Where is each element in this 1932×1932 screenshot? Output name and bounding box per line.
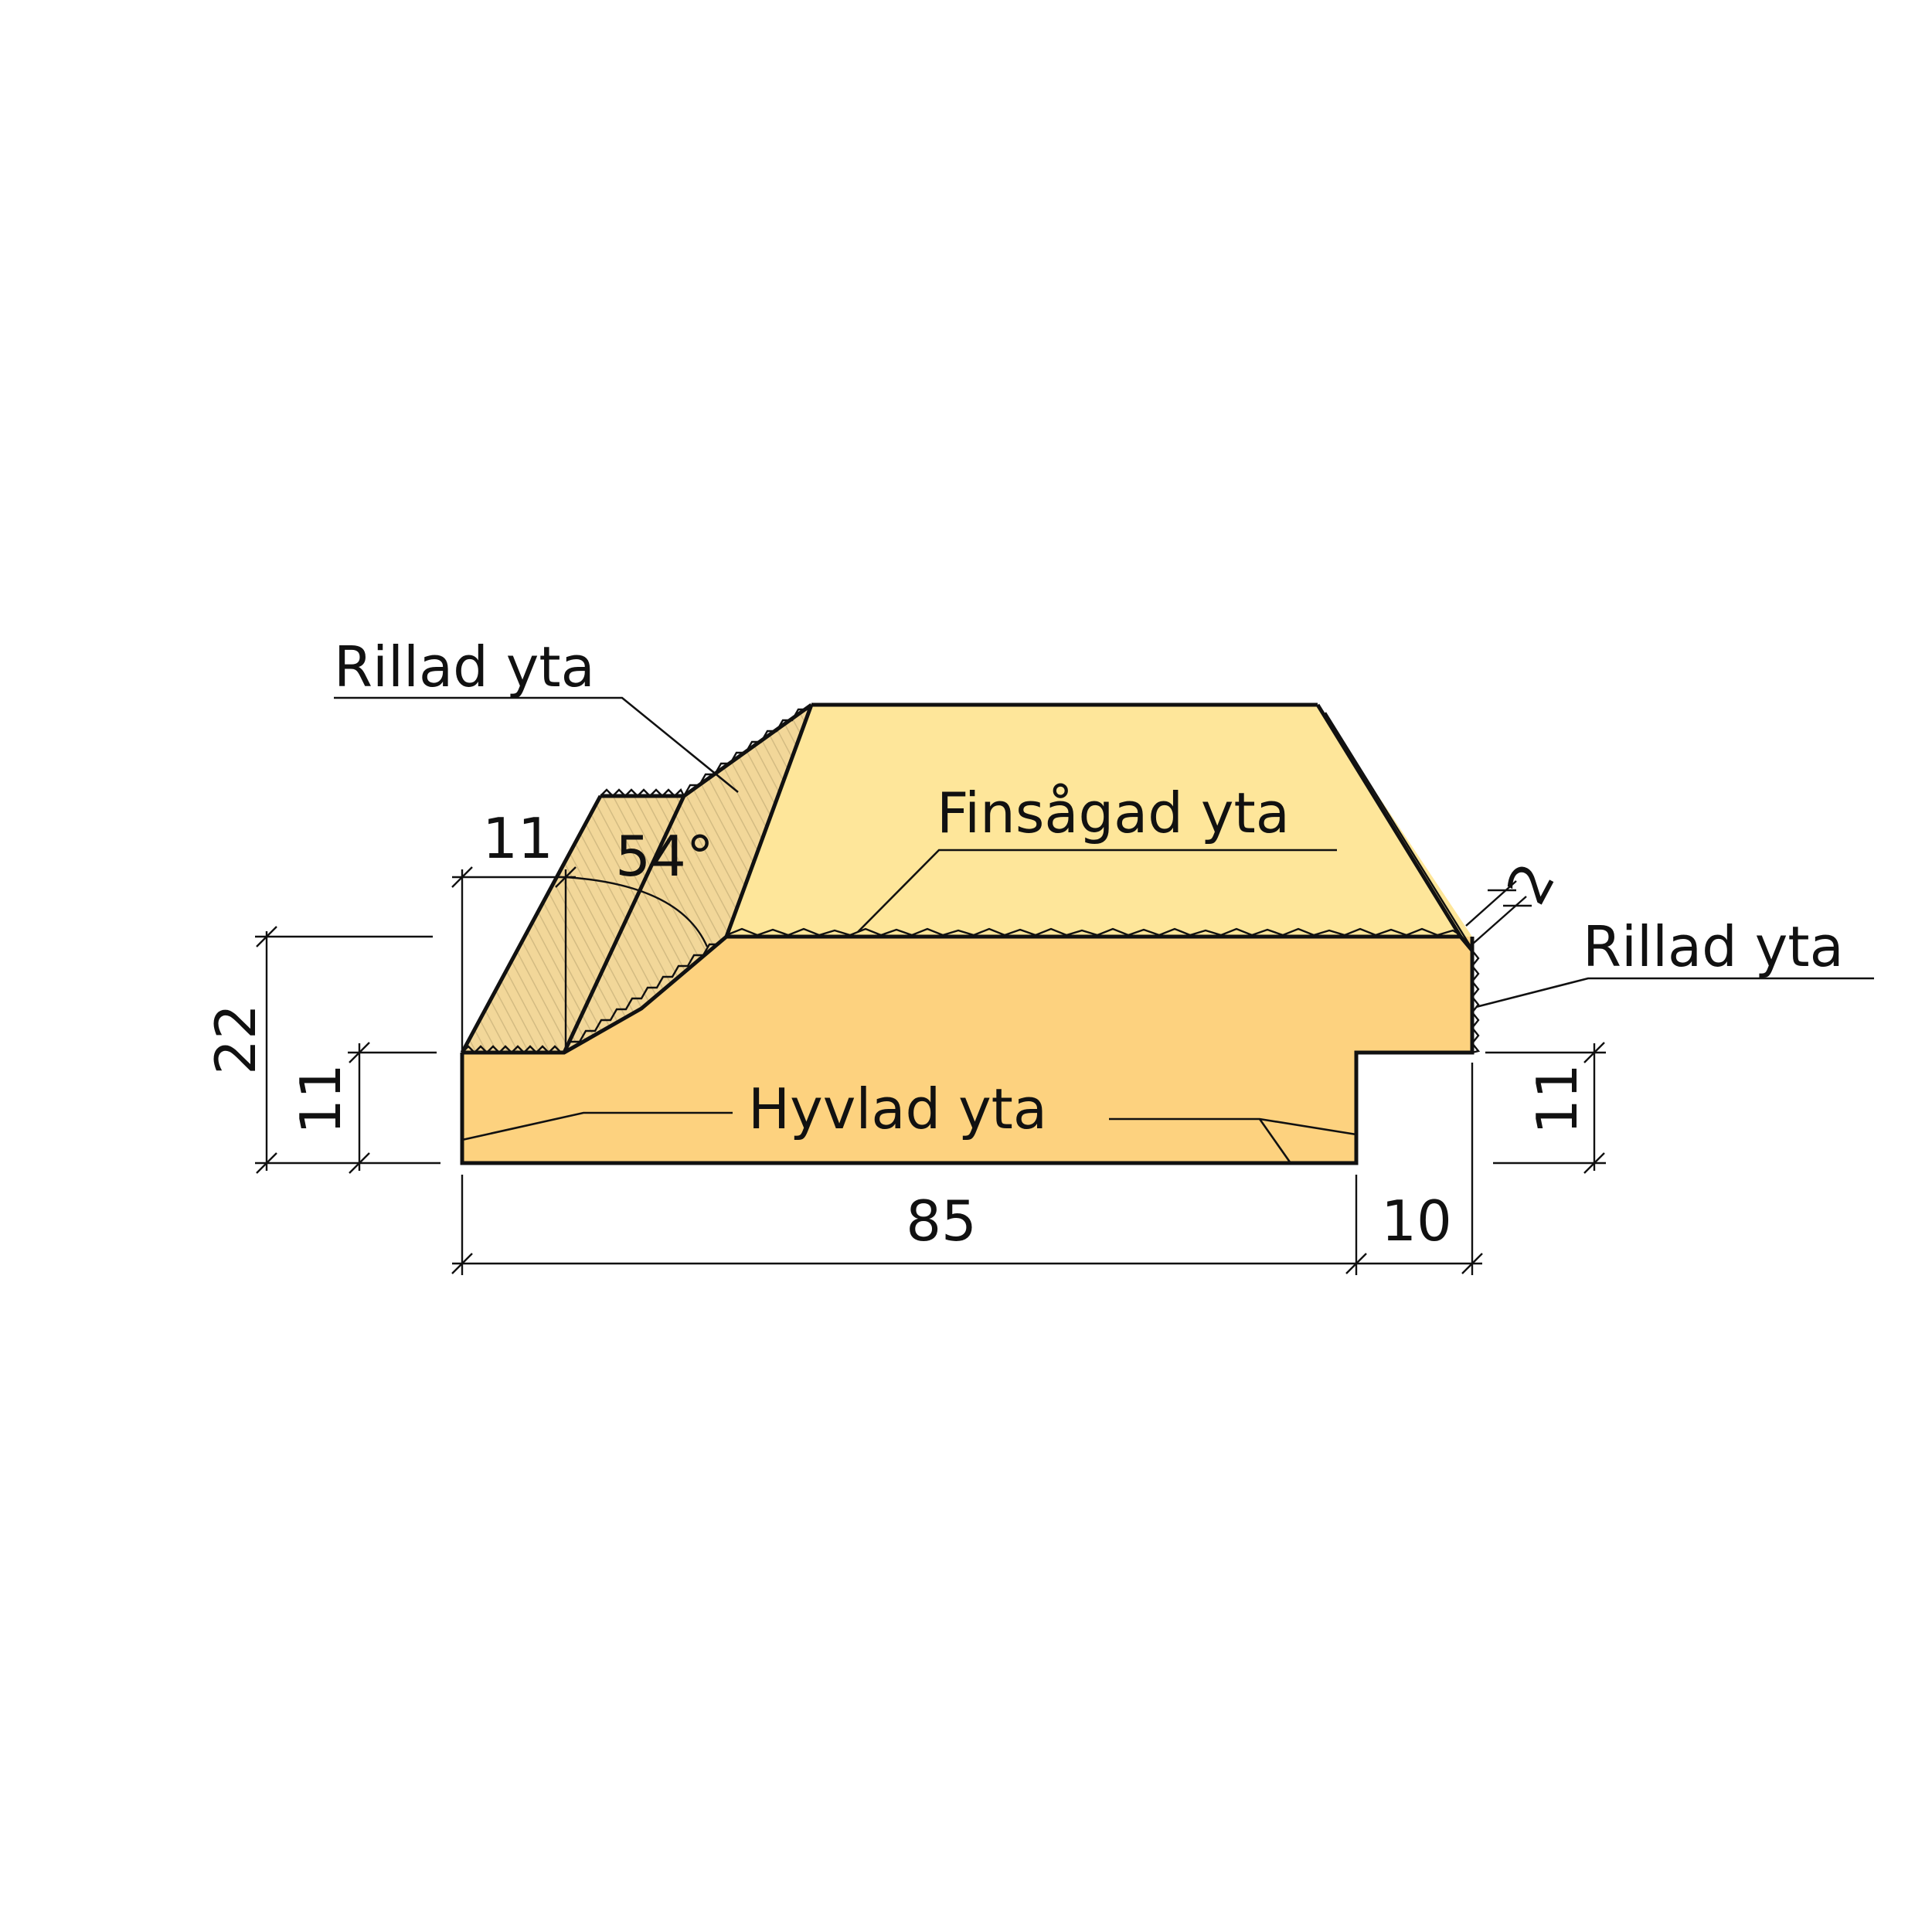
label-hyvlad-yta: Hyvlad yta: [748, 1077, 1047, 1141]
angle-arc: [565, 876, 709, 947]
finsagad-rough-edge: [726, 927, 1461, 937]
chamfer-inner-edge: [724, 704, 814, 937]
top-right-chamfer-edge: [1324, 712, 1474, 950]
label-finsagad-yta: Finsågad yta: [937, 781, 1290, 845]
dim-11-right-tick-top: [1583, 1042, 1605, 1063]
dim-11-left-text: 11: [288, 1063, 353, 1134]
chamfer-mid-edge: [562, 794, 686, 1054]
leader-hyvlad-yta-bottom: [1258, 1118, 1292, 1164]
angle-text: 54°: [615, 824, 714, 889]
dim-chamfer-ext-2: [1471, 896, 1527, 945]
dim-width-tick-mid: [1345, 1253, 1367, 1274]
ribs-chamfer-top: [600, 787, 685, 798]
dim-11-right-tick-bottom: [1583, 1152, 1605, 1174]
chamfer-left-edge: [460, 794, 603, 1054]
rillad-chamfer-hatch: [462, 705, 811, 1053]
dim-11-left-tick-bottom: [349, 1152, 370, 1174]
leader-rillad-yta-right: [1475, 977, 1874, 1009]
step-outline: [462, 934, 1474, 1055]
dim-bevel-tick-left: [451, 866, 473, 888]
dim-width-tick-right: [1461, 1253, 1483, 1274]
front-face: [462, 937, 1472, 1163]
dim-11-right-text: 11: [1525, 1063, 1590, 1134]
dim-10-text: 10: [1381, 1189, 1452, 1253]
dim-85-text: 85: [906, 1189, 977, 1253]
top-face: [726, 705, 1472, 937]
ribs-lower-slope: [563, 936, 727, 1053]
dim-22-tick-bottom: [256, 1152, 277, 1174]
dim-22-text: 22: [203, 1004, 268, 1075]
dim-bevel-width-text: 11: [482, 806, 553, 871]
leader-finsagad-yta: [857, 849, 1337, 933]
ribs-upper-slope: [682, 704, 812, 797]
dim-width-tick-left: [451, 1253, 473, 1274]
label-rillad-yta-top: Rillad yta: [334, 634, 595, 699]
top-right-edge: [1315, 703, 1463, 938]
profile-outline: [460, 937, 1475, 1165]
ribs-left-bottom: [461, 1045, 562, 1054]
leader-hyvlad-yta-left: [461, 1111, 733, 1141]
dim-22-tick-top: [256, 926, 277, 947]
ribs-right-edge: [1471, 950, 1481, 1054]
leader-rillad-yta-top: [334, 696, 739, 794]
label-rillad-yta-right: Rillad yta: [1583, 914, 1844, 979]
dim-chamfer-ext-1: [1465, 880, 1517, 927]
dim-11-left-tick-top: [349, 1042, 370, 1063]
